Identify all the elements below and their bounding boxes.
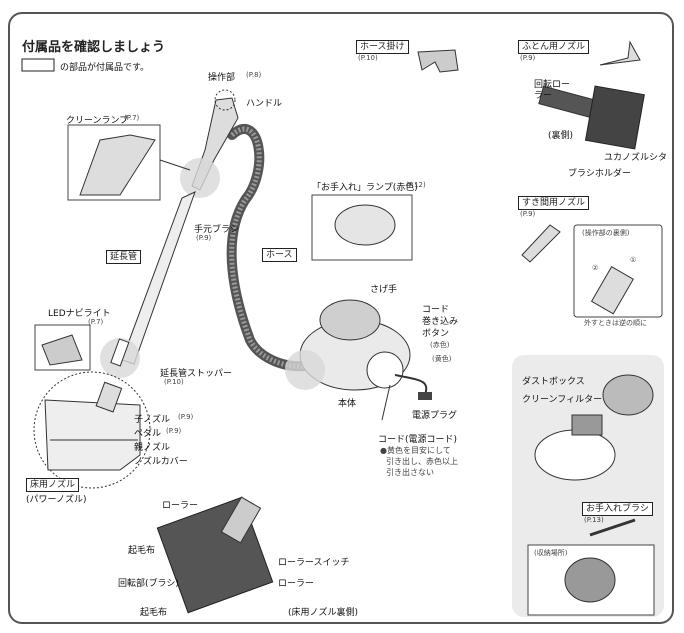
label-red: (赤色) (430, 341, 450, 349)
clean-lamp-drawing (79, 134, 156, 196)
label-cord-rewind-3: ボタン (422, 329, 450, 339)
label-storage: (収納場所) (534, 549, 568, 557)
label-rotating-brush: 回転部(ブラシ) (118, 579, 179, 589)
extension-pipe-drawing (121, 191, 196, 365)
label-carry-handle: さげ手 (370, 285, 398, 295)
cord-note-3: 引き出さない (386, 468, 434, 477)
ref-futon-nozzle: (P.9) (520, 54, 536, 62)
page-frame (8, 12, 674, 624)
label-power-plug: 電源プラグ (412, 411, 458, 421)
label-dust-box: ダストボックス (522, 377, 585, 387)
step-1: ① (630, 256, 637, 264)
pipe-stopper-drawing (110, 338, 130, 367)
label-nozzle-cover: ノズルカバー (134, 457, 188, 467)
label-brush-holder: ブラシホルダー (568, 169, 631, 179)
label-crevice-nozzle: すき間用ノズル (518, 196, 590, 210)
label-control: 操作部 (208, 73, 236, 83)
ref-led-light: (P.7) (88, 318, 104, 326)
clean-filter-drawing (571, 414, 603, 436)
ref-pipe-stopper: (P.10) (164, 378, 184, 386)
cord-note-2: 引き出し、赤色以上 (386, 457, 458, 466)
clean-lamp-leader (159, 159, 191, 171)
step-2: ② (592, 264, 599, 272)
label-body: 本体 (338, 399, 357, 409)
ref-child-nozzle: (P.9) (178, 413, 194, 421)
ref-hand-brush: (P.9) (196, 234, 212, 242)
label-roller-top: ローラー (162, 501, 199, 511)
ref-control: (P.8) (246, 71, 262, 79)
dust-box-body-drawing (534, 429, 616, 481)
floor-nozzle-drawing (44, 399, 141, 471)
floor-nozzle-callout-circle (33, 371, 151, 489)
label-floor-nozzle: 床用ノズル (26, 478, 80, 492)
label-cord-rewind: コード (422, 305, 450, 315)
label-clean-filter: クリーンフィルター (522, 395, 603, 405)
care-lamp-drawing (334, 204, 396, 246)
label-led-light: LEDナビライト (48, 309, 111, 319)
ref-hose-hanger: (P.10) (358, 54, 378, 62)
label-handle: ハンドル (246, 99, 283, 109)
label-care-brush: お手入れブラシ (582, 502, 653, 516)
label-cord: コード(電源コード) (378, 435, 458, 445)
led-drawing (41, 334, 83, 366)
ref-pedal: (P.9) (166, 427, 182, 435)
label-control-back: (操作部の裏側) (582, 229, 630, 237)
plug-drawing (418, 392, 432, 400)
label-hand-brush: 手元ブラシ (194, 225, 239, 235)
hand-brush-highlight (180, 158, 220, 198)
wheel-drawing (366, 351, 404, 389)
label-roller-switch: ローラースイッチ (278, 558, 350, 568)
futon-nozzle-drawing (599, 40, 641, 66)
legend-note: の部品が付属品です。 (60, 63, 150, 73)
label-nozzle-back: (床用ノズル裏側) (288, 608, 359, 618)
neck-drawing (95, 381, 123, 413)
ref-care-brush: (P.13) (584, 516, 604, 524)
handle-callout-circle (214, 89, 236, 111)
label-power-nozzle: (パワーノズル) (26, 495, 87, 505)
dust-box-drawing (602, 374, 654, 416)
ref-clean-lamp: (P.7) (124, 114, 140, 122)
label-cord-rewind-2: 巻き込み (422, 317, 459, 327)
label-care-lamp: 「お手入れ」ランプ(赤色) (312, 183, 418, 193)
accessory-legend-box (21, 58, 55, 72)
label-parent-nozzle: 親ノズル (134, 443, 171, 453)
cord-leader (381, 384, 391, 421)
label-yellow: (黄色) (432, 355, 452, 363)
ref-crevice-nozzle: (P.9) (520, 210, 536, 218)
label-clean-lamp: クリーンランプ (66, 116, 129, 126)
label-extension-pipe: 延長管 (106, 250, 142, 264)
label-pedal: ペダル (134, 429, 162, 439)
label-pipe-stopper: 延長管ストッパー (160, 369, 233, 379)
label-rotating-roller: 回転ローラー (534, 80, 571, 101)
hose-ribs (229, 126, 311, 369)
label-fabric-top: 起毛布 (128, 546, 156, 556)
crevice-nozzle-drawing (521, 224, 561, 263)
crevice-install-drawing (590, 265, 634, 315)
storage-drawing (564, 557, 616, 603)
hose-joint-highlight (285, 350, 325, 390)
cord-note-1: ●黄色を目安にして (380, 446, 451, 455)
power-cord-drawing (394, 374, 428, 396)
care-brush-drawing (589, 518, 636, 537)
label-futon-nozzle: ふとん用ノズル (518, 40, 590, 54)
dust-cup-drawing (319, 299, 381, 341)
label-yuka-nozzle-sita: ユカノズルシタ (604, 153, 668, 163)
label-child-nozzle: 子ノズル (134, 415, 171, 425)
label-hose: ホース (262, 248, 297, 262)
ref-care-lamp: (P.12) (406, 181, 426, 189)
label-back-side: (裏側) (548, 131, 574, 141)
hose-hanger-drawing (417, 49, 459, 73)
label-hose-hanger: ホース掛け (356, 40, 409, 54)
nozzle-back-neck (220, 496, 262, 544)
label-fabric-bottom: 起毛布 (140, 608, 168, 618)
page-title: 付属品を確認しましょう (22, 40, 166, 55)
futon-brush-holder-drawing (584, 85, 645, 150)
label-roller-bottom: ローラー (278, 579, 315, 589)
label-remove-reverse: 外すときは逆の順に (584, 319, 647, 327)
